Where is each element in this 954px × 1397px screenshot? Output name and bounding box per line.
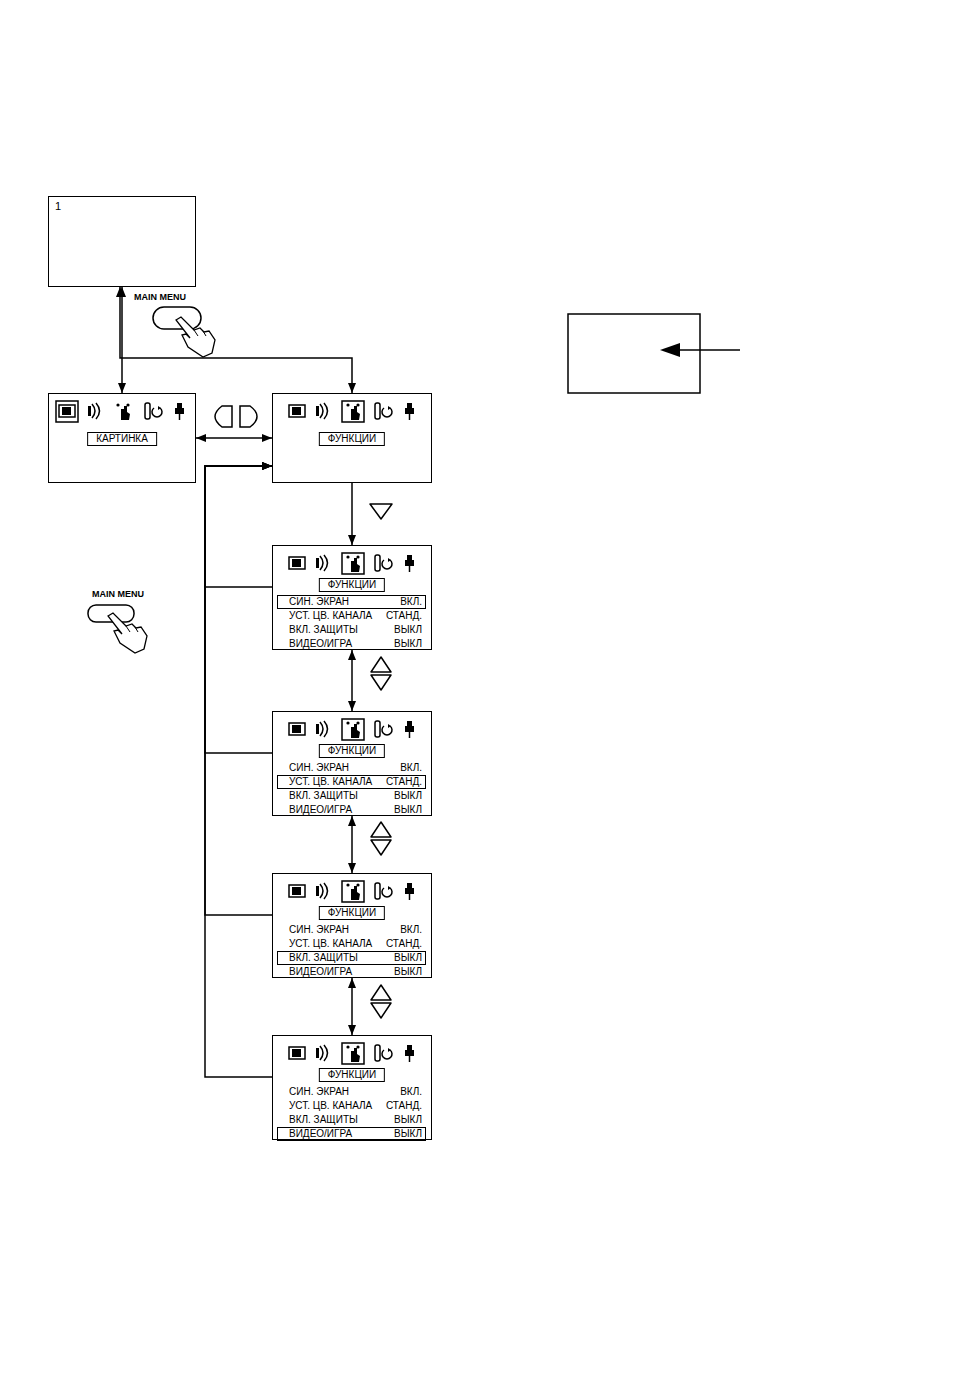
pointer-head — [660, 343, 680, 357]
menu-icons — [273, 718, 430, 742]
pointer-line — [675, 349, 740, 351]
setting-name: ВИДЕО/ИГРА — [289, 966, 352, 978]
connector — [205, 466, 272, 915]
setting-value: ВЫКЛ — [394, 790, 422, 802]
setting-name: УСТ. ЦВ. КАНАЛА — [289, 1100, 372, 1112]
screen-box: 1 — [48, 196, 196, 287]
setting-value: ВКЛ. — [400, 924, 422, 936]
connector — [351, 816, 353, 873]
menu-tab-screen: ФУНКЦИИ — [272, 393, 432, 483]
setting-value: ВЫКЛ — [394, 952, 422, 964]
hand-detail — [126, 626, 138, 632]
connector — [196, 437, 272, 439]
setting-value: ВКЛ. — [400, 762, 422, 774]
connector — [351, 978, 353, 1035]
down-button — [370, 504, 392, 519]
up-down-buttons — [371, 822, 391, 855]
connector — [351, 483, 353, 545]
setting-value: ВЫКЛ — [394, 966, 422, 978]
setting-name: УСТ. ЦВ. КАНАЛА — [289, 776, 372, 788]
menu-list-screen: ФУНКЦИИ СИН. ЭКРАН ВКЛ. УСТ. ЦВ. КАНАЛА СТАН… — [272, 711, 432, 816]
connector — [120, 287, 352, 393]
button-label: MAIN MENU — [92, 589, 144, 599]
connector — [121, 287, 123, 393]
up-down-buttons — [371, 657, 391, 690]
left-button — [215, 406, 232, 427]
button-label: MAIN MENU — [134, 292, 186, 302]
hand-icon — [176, 317, 215, 357]
connector — [351, 650, 353, 711]
setting-name: УСТ. ЦВ. КАНАЛА — [289, 610, 372, 622]
menu-icons — [49, 400, 194, 424]
menu-icons — [273, 880, 430, 904]
menu-title: ФУНКЦИИ — [319, 578, 385, 592]
setting-name: СИН. ЭКРАН — [289, 762, 349, 774]
setting-value: ВКЛ. — [400, 1086, 422, 1098]
menu-tab-screen: КАРТИНКА — [48, 393, 196, 483]
setting-value: СТАНД. — [386, 1100, 422, 1112]
setting-value: СТАНД. — [386, 938, 422, 950]
empty-box — [568, 314, 700, 393]
connector — [205, 466, 272, 587]
setting-name: ВИДЕО/ИГРА — [289, 1128, 352, 1140]
up-down-buttons — [371, 985, 391, 1018]
menu-title: КАРТИНКА — [87, 432, 157, 446]
setting-name: ВКЛ. ЗАЩИТЫ — [289, 790, 358, 802]
setting-name: СИН. ЭКРАН — [289, 1086, 349, 1098]
setting-name: ВКЛ. ЗАЩИТЫ — [289, 624, 358, 636]
hand-detail — [194, 330, 206, 336]
connector — [205, 466, 272, 753]
button — [153, 307, 201, 329]
setting-value: СТАНД. — [386, 610, 422, 622]
setting-name: ВКЛ. ЗАЩИТЫ — [289, 952, 358, 964]
channel-number: 1 — [55, 200, 61, 212]
menu-icons — [273, 400, 430, 424]
menu-title: ФУНКЦИИ — [319, 744, 385, 758]
setting-name: УСТ. ЦВ. КАНАЛА — [289, 938, 372, 950]
menu-list-screen: ФУНКЦИИ СИН. ЭКРАН ВКЛ. УСТ. ЦВ. КАНАЛА СТАН… — [272, 1035, 432, 1140]
menu-title: ФУНКЦИИ — [319, 1068, 385, 1082]
setting-name: ВКЛ. ЗАЩИТЫ — [289, 1114, 358, 1126]
setting-name: СИН. ЭКРАН — [289, 924, 349, 936]
setting-value: ВЫКЛ — [394, 1114, 422, 1126]
menu-icons — [273, 552, 430, 576]
setting-value: ВКЛ. — [400, 596, 422, 608]
menu-title: ФУНКЦИИ — [319, 906, 385, 920]
menu-list-screen: ФУНКЦИИ СИН. ЭКРАН ВКЛ. УСТ. ЦВ. КАНАЛА СТАН… — [272, 545, 432, 650]
right-button — [240, 406, 257, 427]
connector — [205, 466, 272, 1077]
setting-name: СИН. ЭКРАН — [289, 596, 349, 608]
menu-icons — [273, 1042, 430, 1066]
hand-icon — [108, 613, 147, 653]
setting-name: ВИДЕО/ИГРА — [289, 638, 352, 650]
setting-value: ВЫКЛ — [394, 624, 422, 636]
setting-value: ВЫКЛ — [394, 804, 422, 816]
setting-name: ВИДЕО/ИГРА — [289, 804, 352, 816]
menu-list-screen: ФУНКЦИИ СИН. ЭКРАН ВКЛ. УСТ. ЦВ. КАНАЛА СТАН… — [272, 873, 432, 978]
setting-value: ВЫКЛ — [394, 638, 422, 650]
menu-title: ФУНКЦИИ — [319, 432, 385, 446]
setting-value: СТАНД. — [386, 776, 422, 788]
setting-value: ВЫКЛ — [394, 1128, 422, 1140]
